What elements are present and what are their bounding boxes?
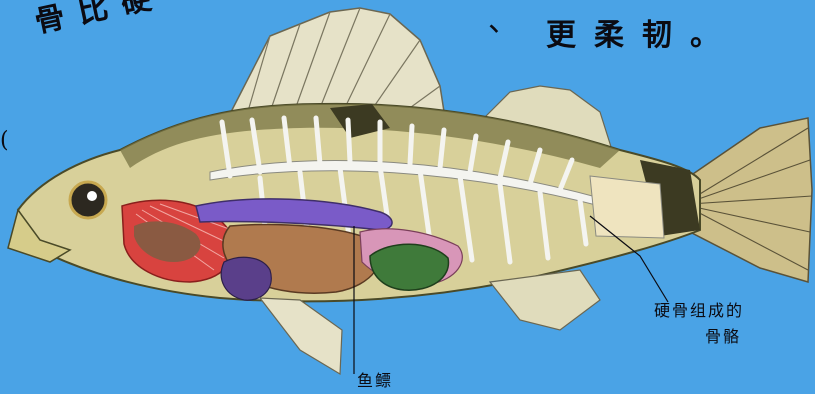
swim-bladder-label: 鱼鳔	[357, 370, 393, 392]
pelvic-fin	[260, 298, 342, 374]
dorsal-fin	[232, 8, 445, 118]
title-mark: 、	[488, 0, 518, 40]
edge-mark: (	[0, 128, 9, 153]
bone-label-line2: 骨骼	[705, 326, 741, 348]
eye-icon	[70, 182, 106, 218]
bone-label-line1: 硬骨组成的	[654, 300, 744, 322]
tail-fin	[690, 118, 812, 282]
title-right: 更柔韧。	[546, 10, 738, 54]
